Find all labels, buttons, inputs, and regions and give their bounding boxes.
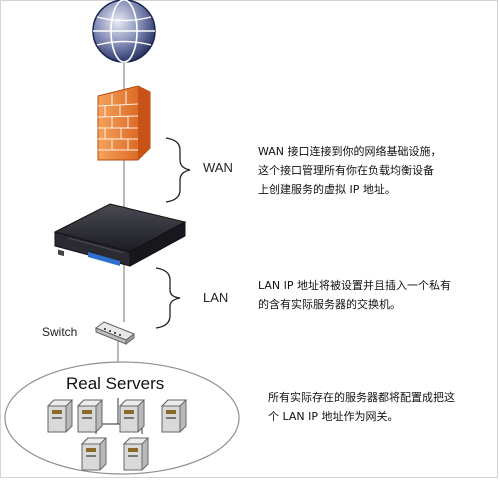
lan-note-line: 的含有实际服务器的交换机。 [258, 298, 401, 311]
server-icons [46, 399, 188, 471]
lan-label: LAN [203, 290, 229, 305]
wan-label: WAN [203, 160, 233, 175]
lan-note-line: LAN IP 地址将被设置并且插入一个私有 [258, 279, 452, 292]
server-icon [122, 437, 150, 471]
wan-note-line: 上创建服务的虚拟 IP 地址。 [258, 183, 396, 196]
servers-note-line: 个 LAN IP 地址作为网关。 [268, 410, 399, 423]
wan-note-line: 这个接口管理所有你在负载均衡设备 [258, 164, 434, 177]
switch-icon [94, 321, 136, 345]
lan-brace [155, 267, 181, 329]
server-icon [80, 437, 108, 471]
servers-title: Real Servers [66, 374, 165, 393]
wan-brace [165, 137, 191, 203]
server-icon [160, 399, 188, 433]
servers-note: 所有实际存在的服务器都将配置成把这 个 LAN IP 地址作为网关。 [268, 388, 455, 426]
firewall-icon [97, 85, 151, 161]
lan-note: LAN IP 地址将被设置并且插入一个私有 的含有实际服务器的交换机。 [258, 276, 451, 314]
load-balancer-icon [53, 203, 187, 267]
server-icon [46, 399, 74, 433]
globe-icon [92, 0, 156, 63]
server-icon [76, 399, 104, 433]
wan-note: WAN 接口连接到你的网络基础设施， 这个接口管理所有你在负载均衡设备 上创建服… [258, 142, 442, 199]
wan-note-line: WAN 接口连接到你的网络基础设施， [258, 145, 442, 158]
server-icon [118, 399, 146, 433]
servers-note-line: 所有实际存在的服务器都将配置成把这 [268, 391, 455, 404]
switch-label: Switch [42, 325, 78, 339]
